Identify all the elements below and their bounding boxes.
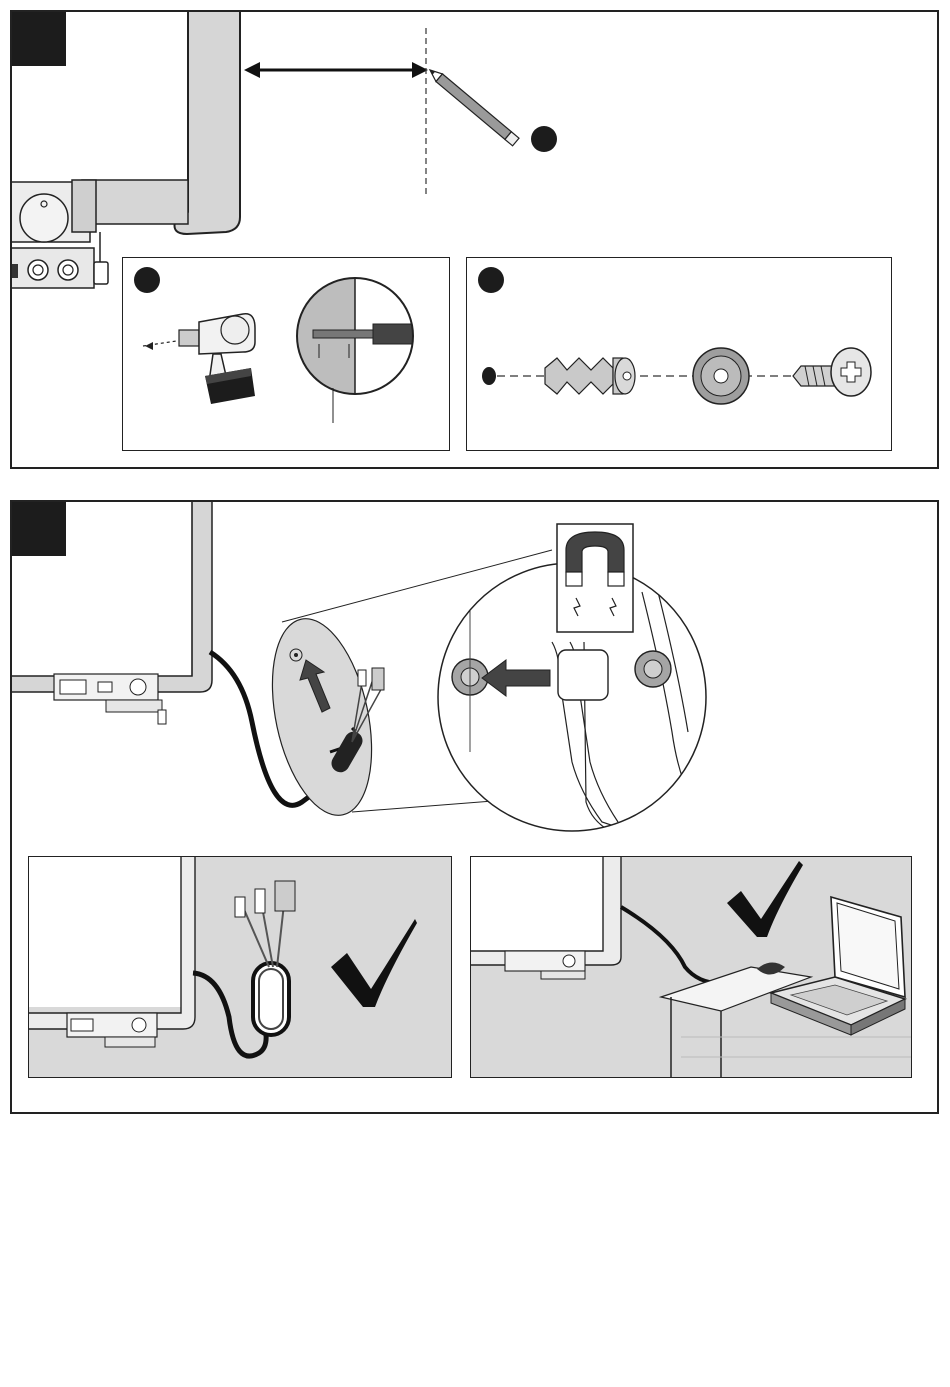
drill-callout [122, 257, 450, 451]
cable-to-laptop-callout [470, 856, 912, 1078]
step-2-panel [10, 500, 939, 1114]
callout-bullet [531, 126, 557, 152]
magnetic-washer-icon [693, 348, 749, 404]
cable-bundle-icon [235, 881, 295, 1035]
measure-arrow-icon [244, 62, 428, 78]
laptop-icon [771, 897, 905, 1035]
cable-stored-callout [28, 856, 452, 1078]
checkmark-icon [331, 919, 417, 1007]
whiteboard-frame-icon [12, 502, 212, 724]
screw-icon [793, 348, 871, 396]
whiteboard-frame-icon [471, 857, 621, 979]
pencil-icon [427, 66, 519, 146]
wall-anchor-icon [545, 358, 635, 394]
step-1-panel [10, 10, 939, 469]
drill-hole-detail-icon [293, 274, 421, 423]
magnet-icon [557, 524, 633, 632]
whiteboard-frame-icon [82, 12, 240, 234]
hole-icon [482, 367, 496, 385]
anchor-assembly-callout [466, 257, 892, 451]
callout-bullet [478, 267, 504, 293]
pen-tray-icon [12, 180, 108, 288]
checkmark-icon [727, 861, 803, 937]
whiteboard-frame-icon [29, 857, 195, 1047]
drill-icon [143, 314, 255, 404]
callout-bullet [134, 267, 160, 293]
